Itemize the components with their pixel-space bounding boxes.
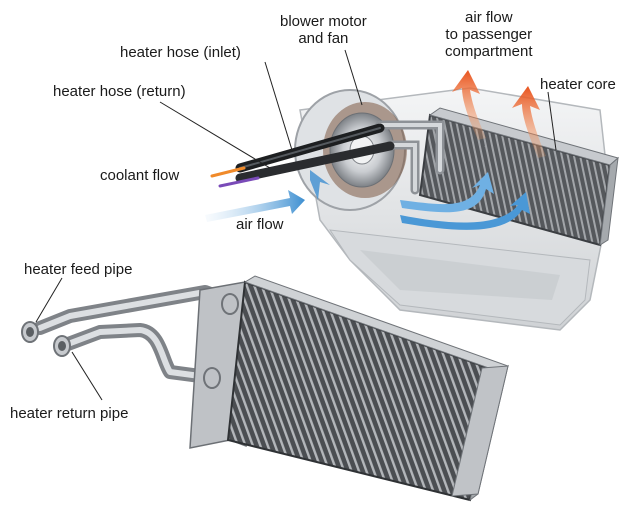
housing-pipes bbox=[375, 120, 445, 195]
label-heater-hose-inlet: heater hose (inlet) bbox=[120, 44, 241, 61]
cool-air-arrows bbox=[205, 170, 530, 230]
heater-hoses bbox=[235, 123, 395, 183]
heater-core-lower bbox=[21, 275, 510, 502]
coolant-flow-streaks bbox=[210, 166, 260, 188]
label-air-flow-line2: to passenger bbox=[445, 26, 533, 43]
hot-air-arrows bbox=[452, 70, 546, 158]
label-air-flow-line3: compartment bbox=[445, 43, 533, 60]
label-blower-motor-line2: and fan bbox=[298, 30, 349, 47]
leader-lines bbox=[159, 49, 557, 169]
label-heater-feed-pipe: heater feed pipe bbox=[24, 261, 133, 278]
label-blower-motor-line1: blower motor bbox=[280, 13, 367, 30]
leader-lines-lower bbox=[35, 277, 103, 401]
label-air-flow-line1: air flow bbox=[465, 9, 513, 26]
label-air-flow-passenger: air flow to passenger compartment bbox=[445, 9, 533, 60]
label-blower-motor: blower motor and fan bbox=[280, 13, 367, 47]
label-air-flow: air flow bbox=[236, 216, 284, 233]
label-coolant-flow: coolant flow bbox=[100, 167, 180, 184]
label-heater-core: heater core bbox=[540, 76, 616, 93]
label-heater-hose-return: heater hose (return) bbox=[53, 83, 186, 100]
label-heater-return-pipe: heater return pipe bbox=[10, 405, 129, 422]
